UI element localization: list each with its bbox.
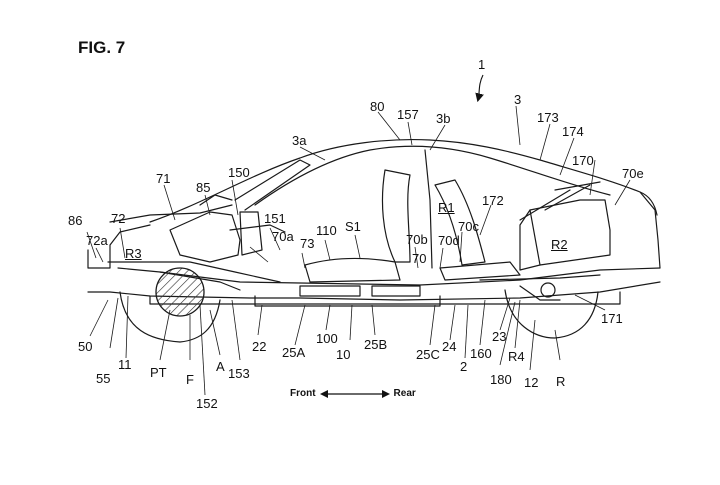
- seat-back: [381, 169, 411, 263]
- ref-label: S1: [345, 219, 361, 234]
- ref-label: 2: [460, 359, 468, 374]
- ref-label: 73: [300, 236, 315, 251]
- ref-label: 150: [228, 165, 250, 180]
- ref-label: 72: [111, 211, 126, 226]
- ref-label: 25B: [364, 337, 388, 352]
- floor-panel: [149, 291, 621, 305]
- double-arrow-icon: [319, 389, 390, 398]
- region-label: R1: [438, 200, 455, 215]
- region-label: R3: [125, 246, 142, 261]
- ref-label: 71: [156, 171, 171, 186]
- ref-label: 110: [316, 223, 337, 238]
- ref-label: 3a: [292, 133, 307, 148]
- front-underbody: [87, 281, 661, 301]
- battery-module: [371, 285, 421, 297]
- ref-label: 100: [316, 331, 338, 346]
- ref-label: 174: [562, 124, 584, 139]
- ref-label: R: [556, 374, 566, 389]
- ref-label: 55: [96, 371, 111, 386]
- ref-label: 172: [482, 193, 504, 208]
- ref-label: 80: [370, 99, 385, 114]
- cowl: [199, 194, 233, 206]
- ref-label: 171: [601, 311, 623, 326]
- dashboard: [169, 211, 241, 263]
- hood: [109, 204, 233, 223]
- ref-label: 3b: [436, 111, 451, 126]
- ref-label: 70c: [458, 219, 479, 234]
- ref-label: 25A: [282, 345, 306, 360]
- reference-arrow: [475, 74, 484, 103]
- rear-wheel-arch: [504, 289, 599, 339]
- ref-label: 23: [492, 329, 507, 344]
- ref-label: 70: [412, 251, 427, 266]
- ref-label: 70d: [438, 233, 460, 248]
- ref-label: 50: [78, 339, 93, 354]
- ref-label: 85: [196, 180, 211, 195]
- seat-cushion: [304, 257, 401, 283]
- ref-label: 70b: [406, 232, 428, 247]
- front-bumper: [87, 224, 151, 269]
- rear-wheel-hub: [540, 282, 556, 298]
- ref-label: 1: [478, 57, 486, 72]
- rear-seat: [434, 179, 486, 266]
- direction-front-label: Front: [290, 388, 316, 399]
- b-pillar-structure: [424, 149, 433, 269]
- ref-label: 22: [252, 339, 267, 354]
- ref-label: 86: [68, 213, 83, 228]
- ref-label: 152: [196, 396, 218, 411]
- ref-label: 12: [524, 375, 539, 390]
- ref-label: 3: [514, 92, 522, 107]
- figure-title: FIG. 7: [78, 38, 126, 57]
- front-frame: [107, 261, 281, 283]
- direction-legend: Front Rear: [290, 388, 416, 399]
- roof-outline: [149, 138, 658, 223]
- rear-seat-cushion: [439, 261, 521, 281]
- ref-label: 70e: [622, 166, 644, 181]
- ref-label: 24: [442, 339, 457, 354]
- ref-label: 153: [228, 366, 250, 381]
- rear-subframe: [479, 274, 601, 281]
- ref-label: 70a: [272, 229, 294, 244]
- ref-label: 11: [118, 357, 132, 372]
- rear-panel: [639, 191, 661, 269]
- ref-label: 72a: [86, 233, 108, 248]
- battery-module: [299, 285, 361, 297]
- a-pillar: [234, 159, 311, 211]
- rear-trunk-inner: [519, 209, 541, 271]
- rear-link: [519, 285, 561, 301]
- ref-label: PT: [150, 365, 167, 380]
- region-label: R2: [551, 237, 568, 252]
- ref-label: 157: [397, 107, 419, 122]
- ref-label: A: [216, 359, 225, 374]
- roof-inner: [254, 145, 611, 206]
- ref-label: F: [186, 372, 194, 387]
- rear-box: [529, 199, 611, 266]
- ref-label: R4: [508, 349, 525, 364]
- ref-label: 173: [537, 110, 559, 125]
- ref-label: 180: [490, 372, 512, 387]
- ref-label: 151: [264, 211, 286, 226]
- powertrain-unit: [155, 267, 205, 317]
- front-pillar: [239, 211, 263, 256]
- direction-rear-label: Rear: [393, 388, 416, 399]
- ref-label: 160: [470, 346, 492, 361]
- steering-column: [229, 224, 286, 233]
- ref-label: 25C: [416, 347, 440, 362]
- rear-structure: [519, 181, 601, 221]
- battery-tray: [254, 295, 441, 307]
- ref-label: 10: [336, 347, 351, 362]
- ref-label: 170: [572, 153, 594, 168]
